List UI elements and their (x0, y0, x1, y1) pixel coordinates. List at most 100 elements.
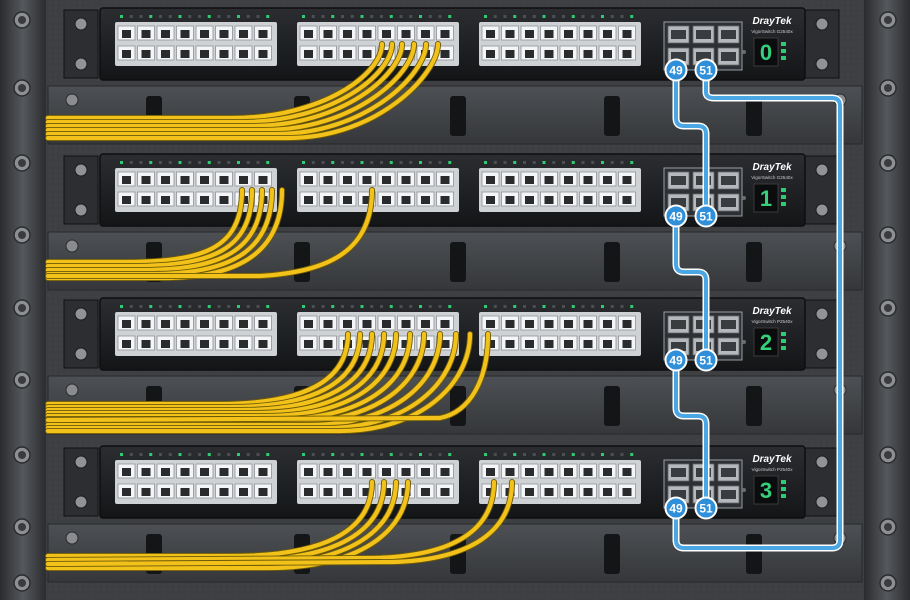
rj45-port[interactable] (234, 45, 253, 61)
rj45-port[interactable] (540, 463, 558, 479)
rj45-port[interactable] (377, 463, 396, 479)
rj45-port[interactable] (254, 45, 272, 61)
rj45-port[interactable] (618, 335, 636, 351)
rj45-port[interactable] (579, 45, 597, 61)
rj45-port[interactable] (299, 45, 318, 61)
rj45-port[interactable] (319, 463, 337, 479)
rj45-port[interactable] (195, 191, 214, 207)
rj45-port[interactable] (579, 315, 597, 331)
rj45-port[interactable] (234, 335, 253, 351)
rj45-port[interactable] (137, 171, 155, 187)
rj45-port[interactable] (234, 315, 253, 331)
rj45-port[interactable] (358, 25, 376, 41)
reset-button[interactable] (742, 488, 746, 492)
rj45-port[interactable] (559, 171, 578, 187)
rj45-port[interactable] (176, 483, 194, 499)
rj45-port[interactable] (195, 25, 214, 41)
rj45-port[interactable] (234, 171, 253, 187)
rj45-port[interactable] (195, 483, 214, 499)
rj45-port[interactable] (299, 171, 318, 187)
rj45-port[interactable] (254, 315, 272, 331)
rj45-port[interactable] (598, 25, 617, 41)
rj45-port[interactable] (338, 25, 357, 41)
rj45-port[interactable] (338, 315, 357, 331)
rj45-port[interactable] (501, 191, 519, 207)
rj45-port[interactable] (436, 191, 454, 207)
rj45-port[interactable] (579, 25, 597, 41)
rj45-port[interactable] (338, 191, 357, 207)
rj45-port[interactable] (501, 45, 519, 61)
rj45-port[interactable] (299, 191, 318, 207)
rj45-port[interactable] (319, 483, 337, 499)
rj45-port[interactable] (481, 315, 500, 331)
rj45-port[interactable] (559, 315, 578, 331)
rj45-port[interactable] (579, 463, 597, 479)
rj45-port[interactable] (117, 335, 136, 351)
rj45-port[interactable] (137, 45, 155, 61)
rj45-port[interactable] (338, 483, 357, 499)
rj45-port[interactable] (540, 25, 558, 41)
rj45-port[interactable] (481, 25, 500, 41)
rj45-port[interactable] (520, 171, 539, 187)
rj45-port[interactable] (416, 483, 435, 499)
rj45-port[interactable] (176, 171, 194, 187)
rj45-port[interactable] (358, 463, 376, 479)
rj45-port[interactable] (358, 45, 376, 61)
rj45-port[interactable] (436, 315, 454, 331)
rj45-port[interactable] (598, 483, 617, 499)
rj45-port[interactable] (540, 45, 558, 61)
rj45-port[interactable] (338, 463, 357, 479)
rj45-port[interactable] (501, 315, 519, 331)
rj45-port[interactable] (195, 463, 214, 479)
rj45-port[interactable] (215, 191, 233, 207)
rj45-port[interactable] (481, 463, 500, 479)
rj45-port[interactable] (618, 45, 636, 61)
rj45-port[interactable] (540, 315, 558, 331)
rj45-port[interactable] (319, 171, 337, 187)
rj45-port[interactable] (176, 45, 194, 61)
rj45-port[interactable] (397, 463, 415, 479)
rj45-port[interactable] (319, 315, 337, 331)
rj45-port[interactable] (254, 463, 272, 479)
rj45-port[interactable] (618, 171, 636, 187)
rj45-port[interactable] (299, 463, 318, 479)
rj45-port[interactable] (436, 25, 454, 41)
rj45-port[interactable] (358, 171, 376, 187)
rj45-port[interactable] (540, 335, 558, 351)
rj45-port[interactable] (436, 463, 454, 479)
rj45-port[interactable] (618, 25, 636, 41)
rj45-port[interactable] (137, 191, 155, 207)
rj45-port[interactable] (234, 463, 253, 479)
rj45-port[interactable] (598, 315, 617, 331)
rj45-port[interactable] (137, 25, 155, 41)
rj45-port[interactable] (397, 191, 415, 207)
rj45-port[interactable] (117, 483, 136, 499)
rj45-port[interactable] (299, 25, 318, 41)
rj45-port[interactable] (358, 315, 376, 331)
rj45-port[interactable] (176, 315, 194, 331)
rj45-port[interactable] (254, 335, 272, 351)
rj45-port[interactable] (319, 45, 337, 61)
rj45-port[interactable] (215, 315, 233, 331)
rj45-port[interactable] (520, 25, 539, 41)
rj45-port[interactable] (579, 191, 597, 207)
rj45-port[interactable] (520, 45, 539, 61)
rj45-port[interactable] (195, 335, 214, 351)
rj45-port[interactable] (559, 463, 578, 479)
rj45-port[interactable] (540, 171, 558, 187)
rj45-port[interactable] (156, 171, 175, 187)
rj45-port[interactable] (559, 45, 578, 61)
rj45-port[interactable] (176, 335, 194, 351)
rj45-port[interactable] (195, 171, 214, 187)
rj45-port[interactable] (416, 463, 435, 479)
rj45-port[interactable] (215, 335, 233, 351)
rj45-port[interactable] (156, 335, 175, 351)
rj45-port[interactable] (501, 25, 519, 41)
rj45-port[interactable] (117, 171, 136, 187)
rj45-port[interactable] (520, 315, 539, 331)
rj45-port[interactable] (377, 25, 396, 41)
rj45-port[interactable] (156, 25, 175, 41)
rj45-port[interactable] (234, 483, 253, 499)
rj45-port[interactable] (397, 25, 415, 41)
rj45-port[interactable] (254, 171, 272, 187)
